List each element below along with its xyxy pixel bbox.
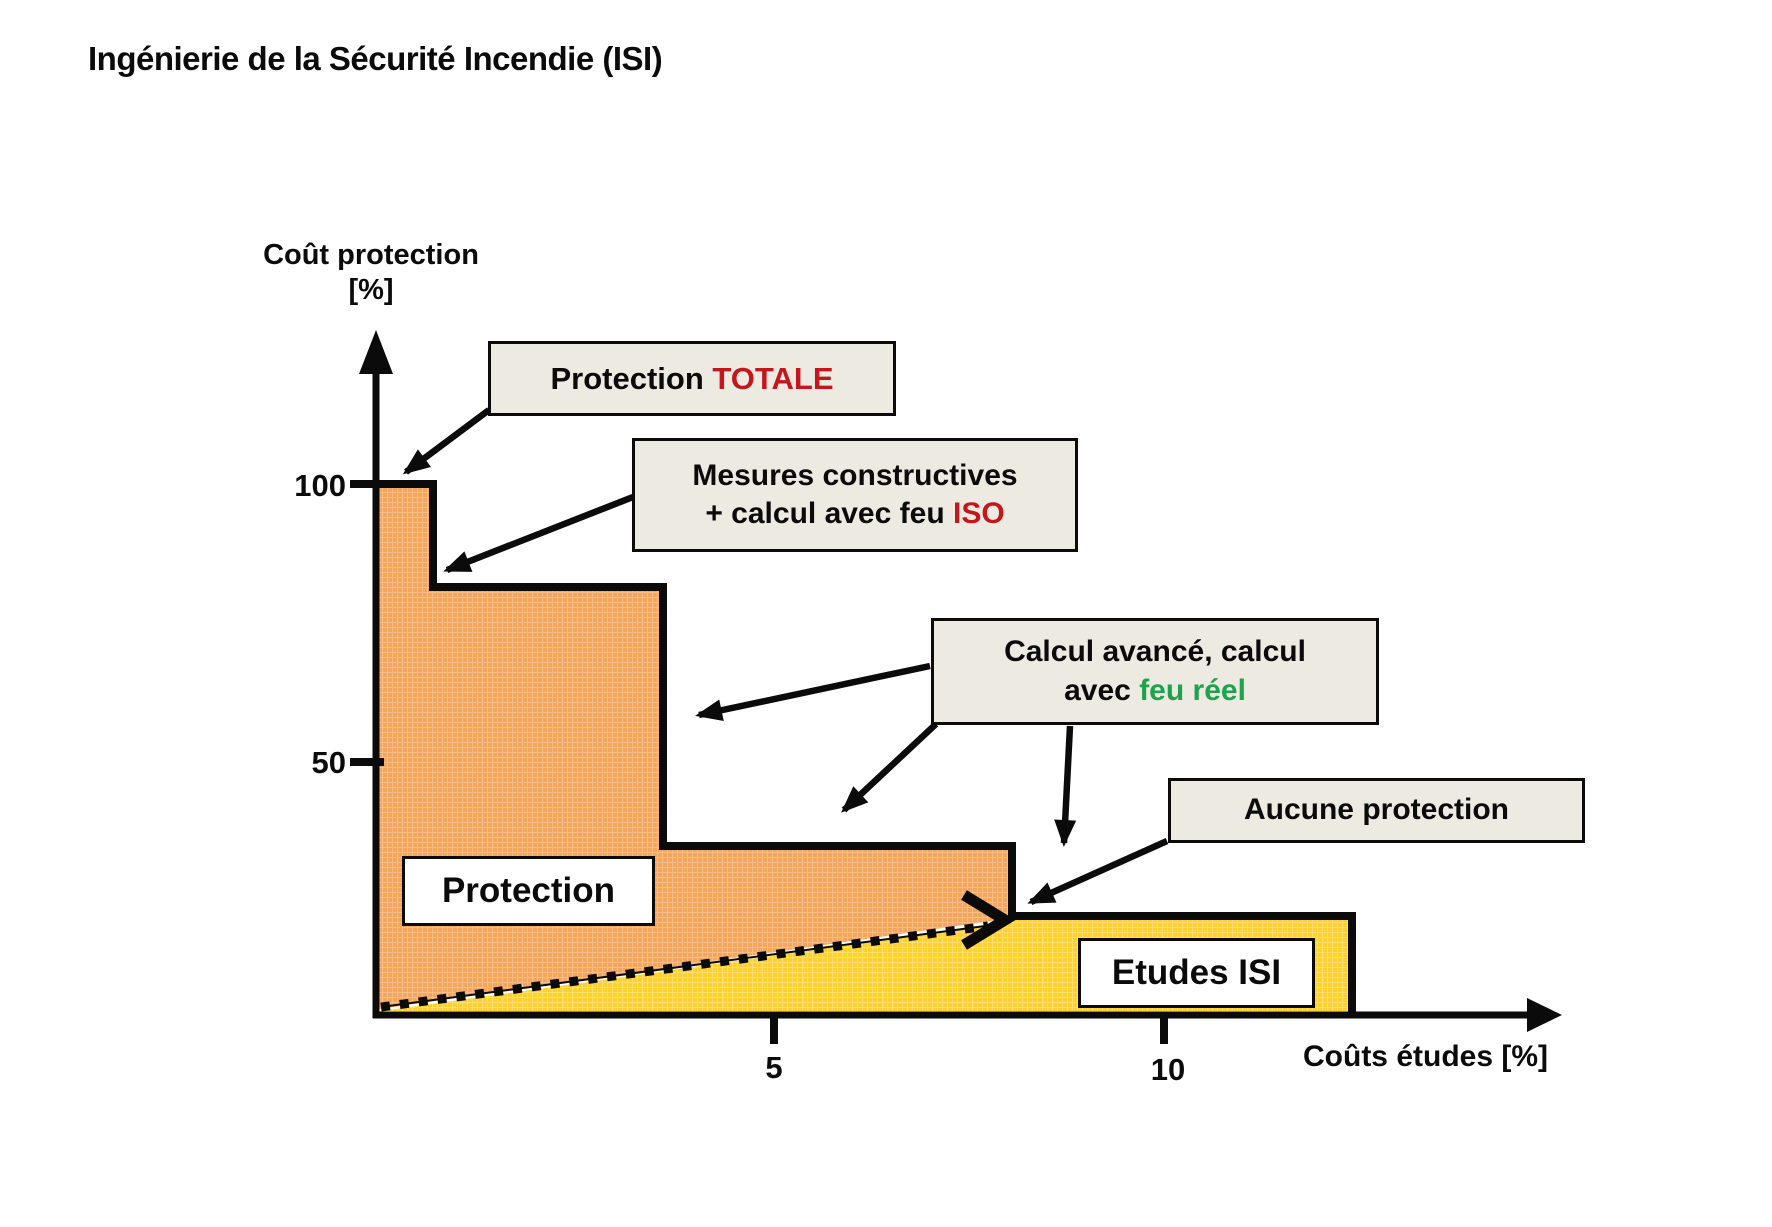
callout-mesures-line2: + calcul avec feu ISO bbox=[705, 495, 1004, 533]
etudes-isi-region-label: Etudes ISI bbox=[1078, 938, 1315, 1008]
y-axis-title: Coût protection [%] bbox=[226, 238, 516, 309]
callout-aucune-text: Aucune protection bbox=[1243, 793, 1509, 827]
callout-calcul-line1: Calcul avancé, calcul bbox=[1004, 635, 1306, 669]
callout-mesures-highlight: ISO bbox=[952, 497, 1005, 530]
x-tick-10-label: 10 bbox=[1150, 1052, 1186, 1087]
diagonal-arrowhead-icon bbox=[961, 890, 1016, 950]
protection-label-text: Protection bbox=[441, 871, 616, 910]
callout-mesures-line1: Mesures constructives bbox=[692, 458, 1018, 492]
x-tick-5-label: 5 bbox=[765, 1050, 783, 1085]
arrow-calcul-2 bbox=[841, 721, 939, 813]
arrow-mesures bbox=[443, 493, 635, 574]
callout-mesures-line2-prefix: + calcul avec feu bbox=[705, 497, 945, 530]
protection-region bbox=[379, 486, 1012, 1009]
x-axis-title: Coûts études [%] bbox=[1303, 1040, 1549, 1073]
page-title: Ingénierie de la Sécurité Incendie (ISI) bbox=[88, 40, 663, 77]
etudes-label-text: Etudes ISI bbox=[1111, 953, 1282, 992]
arrow-totale bbox=[402, 407, 491, 475]
callout-calcul-highlight: feu réel bbox=[1139, 673, 1246, 707]
y-axis-arrowhead-icon bbox=[359, 330, 393, 374]
callout-calcul-line2-prefix: avec bbox=[1064, 673, 1131, 707]
callout-totale-text: Protection TOTALE bbox=[550, 359, 833, 398]
arrow-aucune bbox=[1027, 838, 1169, 905]
x-axis-arrowhead-icon bbox=[1527, 998, 1562, 1032]
callout-protection-totale: Protection TOTALE bbox=[488, 341, 896, 416]
arrow-calcul-1 bbox=[695, 662, 931, 721]
protection-region-label: Protection bbox=[402, 856, 655, 926]
y-tick-100-label: 100 bbox=[294, 468, 346, 503]
callout-calcul-avance: Calcul avancé, calcul avec feu réel bbox=[931, 618, 1379, 725]
diagonal-dotted-line bbox=[380, 921, 989, 1012]
y-tick-50-label: 50 bbox=[311, 745, 346, 780]
callout-aucune-protection: Aucune protection bbox=[1168, 778, 1585, 843]
arrow-calcul-3 bbox=[1054, 725, 1077, 847]
callout-totale-highlight: TOTALE bbox=[712, 360, 834, 396]
callout-totale-prefix: Protection bbox=[550, 360, 704, 396]
callout-mesures-constructives: Mesures constructives + calcul avec feu … bbox=[632, 438, 1078, 552]
callout-calcul-line2: avec feu réel bbox=[1064, 672, 1246, 710]
y-axis-title-line2: [%] bbox=[348, 274, 394, 307]
etudes-outline bbox=[1008, 912, 1356, 1012]
y-axis-title-line1: Coût protection bbox=[263, 239, 479, 271]
protection-outline bbox=[376, 480, 1016, 918]
